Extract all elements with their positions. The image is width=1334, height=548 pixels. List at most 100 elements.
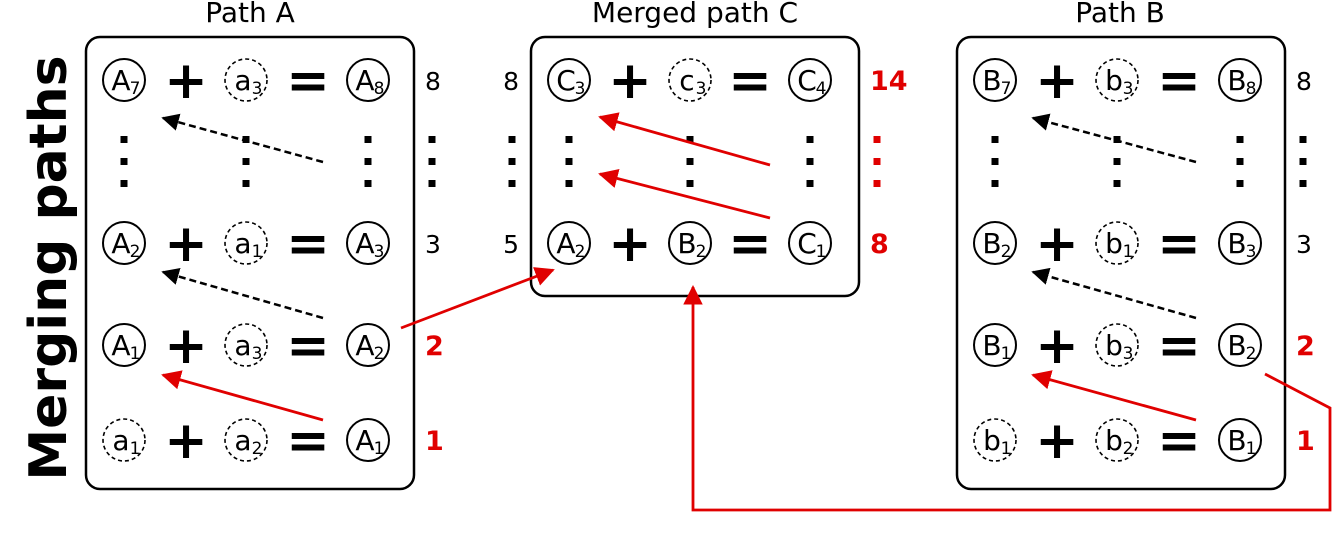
path-c-title: Merged path C [592, 0, 798, 29]
path-a-row-1-cell-1-letter: a [234, 227, 251, 260]
path-a-row-3-plus: + [164, 411, 208, 471]
path-b-row-3-plus: + [1035, 411, 1079, 471]
path-c-row-1-cell-1-subscript: 2 [696, 242, 707, 262]
path-b-row-1-cell-2-circle [1218, 221, 1262, 265]
dashed-arrow-a-mid [161, 267, 324, 320]
path-c-row-1-cell-1-letter: B [677, 227, 696, 260]
dashed-arrow-a-top [161, 113, 324, 164]
path-c-row-0-plus: + [608, 51, 652, 111]
path-b-row-3-cell-1-circle [1095, 418, 1139, 462]
path-c-left-number-1: 5 [503, 230, 519, 259]
path-a-row-2-cell-0-subscript: 1 [130, 344, 141, 364]
side-label: Merging paths [19, 55, 79, 480]
path-b-row-2-cell-1-subscript: 3 [1123, 344, 1134, 364]
path-a-row-2-cell-1-circle [224, 323, 268, 367]
path-a-right-number-1: 3 [425, 230, 441, 259]
path-c-right-number-1: 8 [870, 229, 889, 260]
red-arrow-b2-to-c [683, 285, 1332, 512]
path-b-row-0-cell-1-subscript: 3 [1123, 79, 1134, 99]
path-b-row-3-equals: = [1157, 411, 1201, 471]
path-a-row-2-cell-0-circle [102, 323, 146, 367]
path-a-row-3-cell-0-subscript: 1 [130, 439, 141, 459]
path-b-row-2-cell-2-letter: B [1227, 329, 1246, 362]
path-c-row-0-cell-0-subscript: 3 [575, 79, 586, 99]
path-a-right-number-2: 2 [425, 331, 444, 362]
path-b-row-1-cell-1-circle [1095, 221, 1139, 265]
path-a-row-2-equals: = [286, 316, 330, 376]
path-a-row-0-cell-1-subscript: 3 [252, 79, 263, 99]
path-b-row-2-cell-0-circle [973, 323, 1017, 367]
path-c-row-0-cell-2-circle [788, 58, 832, 102]
path-a-row-1-plus: + [164, 214, 208, 274]
path-b-row-1-cell-0-circle [973, 221, 1017, 265]
path-b-row-0-cell-2-letter: B [1227, 64, 1246, 97]
path-a-row-0-cell-1-circle [224, 58, 268, 102]
path-c-ellipsis-0 [565, 136, 573, 187]
dashed-arrow-b-mid [1031, 267, 1197, 320]
path-a-row-0-plus: + [164, 51, 208, 111]
path-c-row-0-cell-1-circle [668, 58, 712, 102]
path-a-right-number-3: 1 [425, 426, 444, 457]
path-c-row-1-cell-0-subscript: 2 [575, 242, 586, 262]
path-b-row-2-cell-1-circle [1095, 323, 1139, 367]
path-a-row-1-equals: = [286, 214, 330, 274]
path-b-row-1-cell-1-subscript: 1 [1123, 242, 1134, 262]
path-c-row-1-equals: = [728, 214, 772, 274]
path-a-row-3-cell-2-subscript: 1 [374, 439, 385, 459]
path-a-row-0-cell-0-subscript: 7 [130, 79, 141, 99]
red-arrow-b-bottom [1031, 370, 1197, 422]
path-b-row-1-cell-1-letter: b [1105, 227, 1123, 260]
path-c-left-number-0: 8 [503, 67, 519, 96]
path-c-row-1-cell-0-letter: A [556, 227, 575, 260]
path-b-row-1-cell-2-letter: B [1227, 227, 1246, 260]
path-a-row-2-cell-2-letter: A [355, 329, 374, 362]
path-a-row-3-cell-1-circle [224, 418, 268, 462]
red-arrow-a2-to-c [400, 267, 555, 330]
path-a-row-0-cell-2-letter: A [355, 64, 374, 97]
path-c-row-0-cell-0-letter: C [556, 64, 576, 97]
path-c-row-0-cell-2-letter: C [797, 64, 817, 97]
path-a-row-3-cell-1-letter: a [234, 424, 251, 457]
path-b-right-number-3: 1 [1296, 426, 1315, 457]
path-a-row-3-cell-1-subscript: 2 [252, 439, 263, 459]
path-a-row-1-cell-2-letter: A [355, 227, 374, 260]
path-b-row-0-cell-0-subscript: 7 [1001, 79, 1012, 99]
path-c-row-0-equals: = [728, 51, 772, 111]
path-a-row-1-cell-1-subscript: 1 [252, 242, 263, 262]
path-b-row-3-cell-0-letter: b [983, 424, 1001, 457]
path-a-row-1-cell-0-letter: A [111, 227, 130, 260]
path-b-row-3-cell-1-letter: b [1105, 424, 1123, 457]
path-b-row-3-cell-0-circle [973, 418, 1017, 462]
path-a-row-1-cell-1-circle [224, 221, 268, 265]
path-b-row-1-cell-0-subscript: 2 [1001, 242, 1012, 262]
path-a-row-0-cell-1-letter: a [234, 64, 251, 97]
path-c-left-number-ellipsis [508, 136, 516, 187]
path-b-row-2-cell-0-subscript: 1 [1001, 344, 1012, 364]
path-c-right-number-0: 14 [870, 66, 908, 97]
path-b-ellipsis-1 [1113, 136, 1121, 187]
path-c-row-1-cell-0-circle [547, 221, 591, 265]
path-b-row-0-cell-2-circle [1218, 58, 1262, 102]
path-c-row-1-plus: + [608, 214, 652, 274]
path-a-row-2-cell-1-subscript: 3 [252, 344, 263, 364]
path-a-row-3-cell-0-letter: a [112, 424, 129, 457]
path-b-row-3-cell-1-subscript: 2 [1123, 439, 1134, 459]
red-arrow-c-mid [598, 168, 771, 220]
path-b-row-2-cell-1-letter: b [1105, 329, 1123, 362]
path-b-row-2-equals: = [1157, 316, 1201, 376]
path-b-row-3-cell-2-circle [1218, 418, 1262, 462]
path-b-row-3-cell-0-subscript: 1 [1001, 439, 1012, 459]
path-a-ellipsis-2 [364, 136, 372, 187]
path-b-row-3-cell-2-subscript: 1 [1246, 439, 1257, 459]
path-b-right-number-0: 8 [1296, 67, 1312, 96]
path-b-row-0-cell-1-circle [1095, 58, 1139, 102]
path-b-title: Path B [1075, 0, 1165, 29]
path-c-row-1-cell-2-subscript: 1 [816, 242, 827, 262]
path-a-row-0-cell-2-circle [346, 58, 390, 102]
